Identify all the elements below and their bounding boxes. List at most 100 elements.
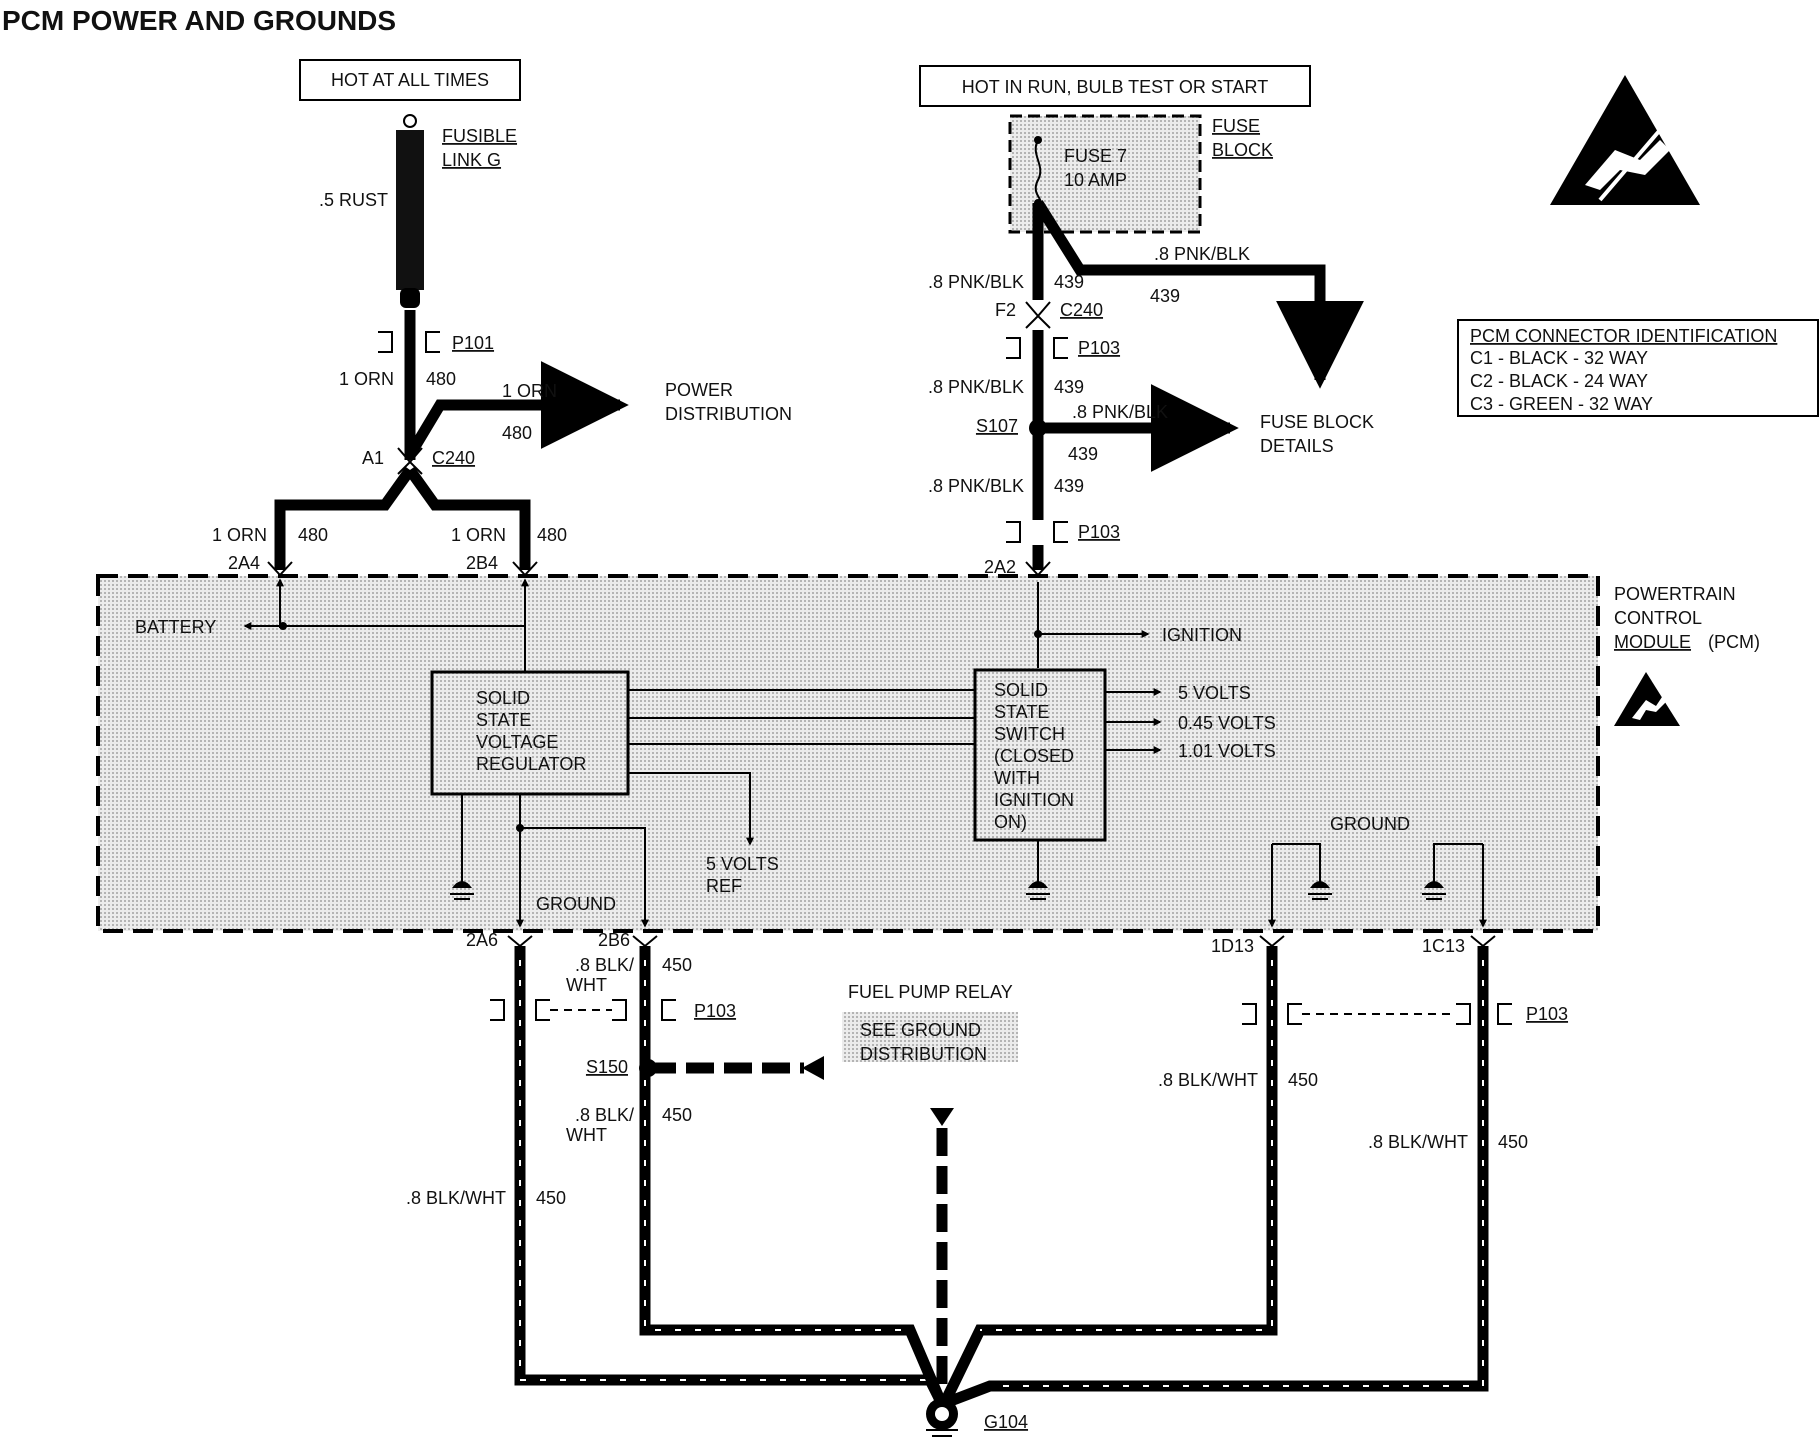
fuse-7-label-1: FUSE 7 [1064,146,1127,166]
pin-2b4-connector [512,561,538,577]
wire-code-480-2a4: 480 [298,525,328,545]
wire-label-orn-2a4: 1 ORN [212,525,267,545]
output-045-volts: 0.45 VOLTS [1178,713,1276,733]
c240-label-right: C240 [1060,300,1103,320]
switch-line-5: WITH [994,768,1040,788]
dest-fuse-details-1: FUSE BLOCK [1260,412,1374,432]
wire-code-450-1c13: 450 [1498,1132,1528,1152]
dest-power-dist-2: DISTRIBUTION [665,404,792,424]
pcm-label-3: MODULE [1614,632,1691,652]
wire-label-pnk-blk-branch: .8 PNK/BLK [1154,244,1250,264]
regulator-line-3: VOLTAGE [476,732,558,752]
fusible-link-name-2: LINK G [442,150,501,170]
esd-warning-icon-large [1550,75,1700,205]
dest-fuse-details-2: DETAILS [1260,436,1334,456]
wire-label-blk-2b6-a1: .8 BLK/ [575,955,634,975]
wire-code-439-2: 439 [1054,377,1084,397]
pcm-5v-ref-1: 5 VOLTS [706,854,779,874]
source-hot-all-times: HOT AT ALL TIMES [331,70,489,90]
s150-label: S150 [586,1057,628,1077]
s107-label: S107 [976,416,1018,436]
esd-warning-icon-small [1614,672,1680,726]
pin-2b6: 2B6 [598,930,630,950]
wire-label-orn-main: 1 ORN [339,369,394,389]
fusible-link-wire: .5 RUST [319,190,388,210]
wire-label-pnk-blk-2: .8 PNK/BLK [928,377,1024,397]
fusible-link-g [396,130,424,290]
wire-code-439-branch: 439 [1150,286,1180,306]
fuel-pump-arrow-icon [802,1056,824,1080]
source-hot-in-run: HOT IN RUN, BULB TEST OR START [962,77,1268,97]
switch-line-2: STATE [994,702,1049,722]
see-ground-box [842,1012,1018,1062]
pin-2b4: 2B4 [466,553,498,573]
p103-label-lower-left: P103 [694,1001,736,1021]
c240-connector-left [397,447,423,475]
p103-connector-mid [1006,521,1068,543]
switch-line-3: SWITCH [994,724,1065,744]
internal-ground-icon-4 [1422,843,1483,900]
pcm-label-2: CONTROL [1614,608,1702,628]
pin-1d13-connector [1259,935,1285,948]
fuse-7-label-2: 10 AMP [1064,170,1127,190]
fuse-block-label-2: BLOCK [1212,140,1273,160]
pin-2a6: 2A6 [466,930,498,950]
p103-label-mid: P103 [1078,522,1120,542]
pcm-ground-label-1: GROUND [536,894,616,914]
switch-line-7: ON) [994,812,1027,832]
p103-connector-upper [1006,337,1068,359]
wire-label-blk-2b6-a2: WHT [566,975,607,995]
internal-ground-icon-3 [1272,843,1332,900]
pcm-ignition-label: IGNITION [1162,625,1242,645]
pin-2b6-connector [632,935,658,948]
wire-pnk-blk-439-fuse-details [1033,200,1364,389]
pcm-label-abbr: (PCM) [1708,632,1760,652]
c240-label-left: C240 [432,448,475,468]
connector-id-row-1: C1 - BLACK - 32 WAY [1470,348,1648,368]
fuse-block-label-1: FUSE [1212,116,1260,136]
wire-label-pnk-blk-s107: .8 PNK/BLK [1072,402,1168,422]
connector-id-row-2: C2 - BLACK - 24 WAY [1470,371,1648,391]
pcm-module [96,574,1600,933]
connector-id-row-3: C3 - GREEN - 32 WAY [1470,394,1653,414]
p103-label-upper: P103 [1078,338,1120,358]
pin-a1: A1 [362,448,384,468]
wire-label-pnk-blk-3: .8 PNK/BLK [928,476,1024,496]
internal-ground-icon-1 [450,794,474,900]
p101-connector [378,331,440,353]
wire-label-blk-2b6-b1: .8 BLK/ [575,1105,634,1125]
p103-connector-lower-left [490,999,676,1021]
pin-1c13-connector [1470,935,1496,948]
pin-2a4-connector [267,561,293,577]
dest-fuel-pump-relay: FUEL PUMP RELAY [848,982,1013,1002]
pin-2a2: 2A2 [984,557,1016,577]
pin-1c13: 1C13 [1422,936,1465,956]
wire-code-480-main: 480 [426,369,456,389]
pin-2a4: 2A4 [228,553,260,573]
g104-label: G104 [984,1412,1028,1432]
wire-code-450-1d13: 450 [1288,1070,1318,1090]
p101-plug [400,288,420,308]
voltage-regulator [430,670,630,796]
dest-power-dist-1: POWER [665,380,733,400]
wire-label-blk-2b6-b2: WHT [566,1125,607,1145]
ground-feed-arrow-icon [930,1108,954,1126]
g104-ground-icon [926,1398,958,1437]
pin-1d13: 1D13 [1211,936,1254,956]
pcm-5v-ref-2: REF [706,876,742,896]
solid-state-switch [973,668,1107,842]
wire-code-450-2b6-b: 450 [662,1105,692,1125]
diagram-title: PCM POWER AND GROUNDS [2,5,396,36]
p101-label: P101 [452,333,494,353]
wire-orn-480-to-2b4 [405,466,531,570]
output-101-volts: 1.01 VOLTS [1178,741,1276,761]
pcm-battery-label: BATTERY [135,617,216,637]
fusible-link-name-1: FUSIBLE [442,126,517,146]
switch-line-6: IGNITION [994,790,1074,810]
regulator-line-1: SOLID [476,688,530,708]
wire-orn-480-to-2a4 [274,466,415,570]
see-ground-1: SEE GROUND [860,1020,981,1040]
wire-code-450-2b6-a: 450 [662,955,692,975]
battery-terminal [403,114,417,128]
